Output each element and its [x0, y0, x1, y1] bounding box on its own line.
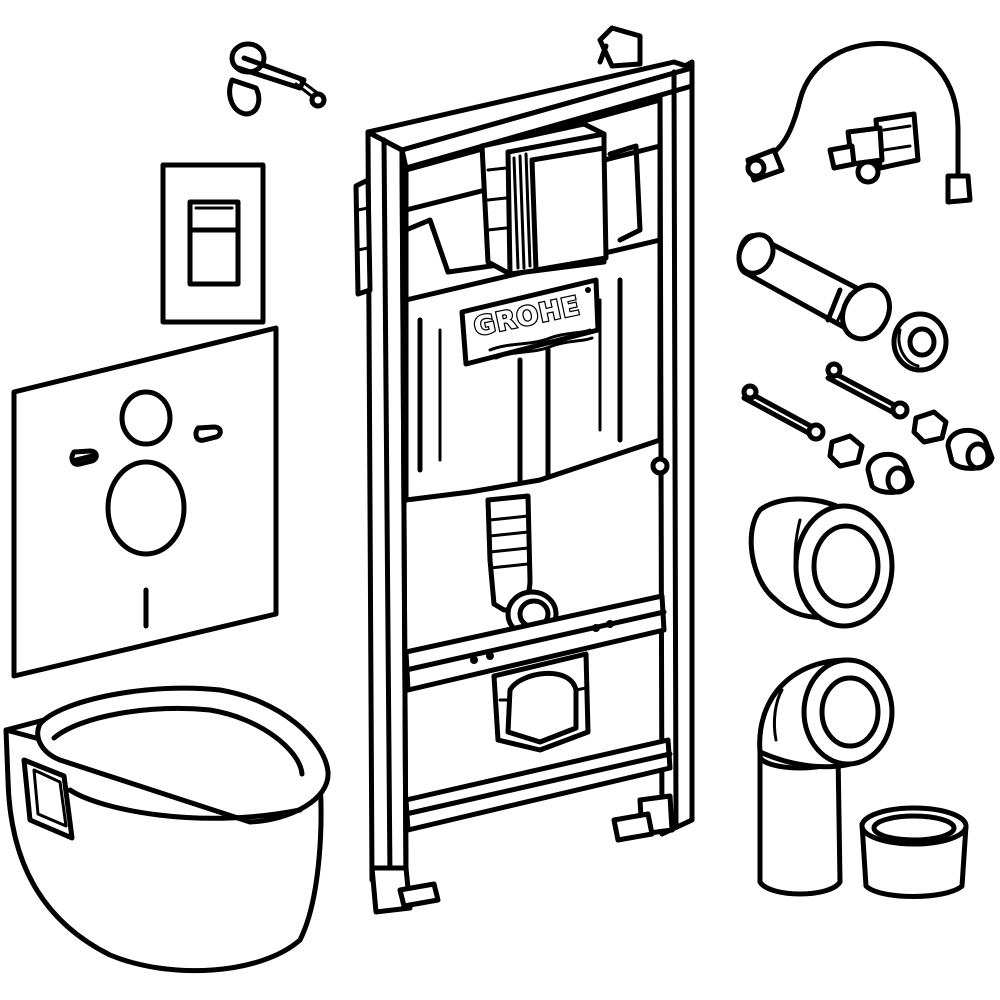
- pipe-end-cap: [859, 805, 969, 899]
- frame-foot-left: [369, 865, 441, 915]
- flush-valve-module: [479, 121, 609, 277]
- frame-top-anchor-right: [597, 25, 643, 69]
- brand-plate: GROHE: [459, 277, 601, 367]
- drain-connector: [485, 493, 559, 639]
- drain-elbow: [757, 657, 895, 897]
- flush-pipe: [736, 232, 892, 342]
- hex-nut: [827, 433, 865, 469]
- wall-hung-toilet: [3, 685, 331, 974]
- hex-nut: [911, 409, 949, 445]
- frame-foot-right: [611, 793, 675, 843]
- drain-sleeve: [748, 496, 895, 629]
- flush-plate: [160, 162, 266, 325]
- acoustic-pad: [11, 325, 279, 679]
- installation-frame: GROHE: [353, 25, 695, 915]
- mounting-bolts-set: [741, 361, 995, 495]
- flush-pipe-seal: [891, 311, 949, 373]
- wall-anchor-bolt: [227, 41, 327, 117]
- bowl-support-bracket: [491, 651, 591, 753]
- supply-hose-angle-valve: [745, 41, 973, 205]
